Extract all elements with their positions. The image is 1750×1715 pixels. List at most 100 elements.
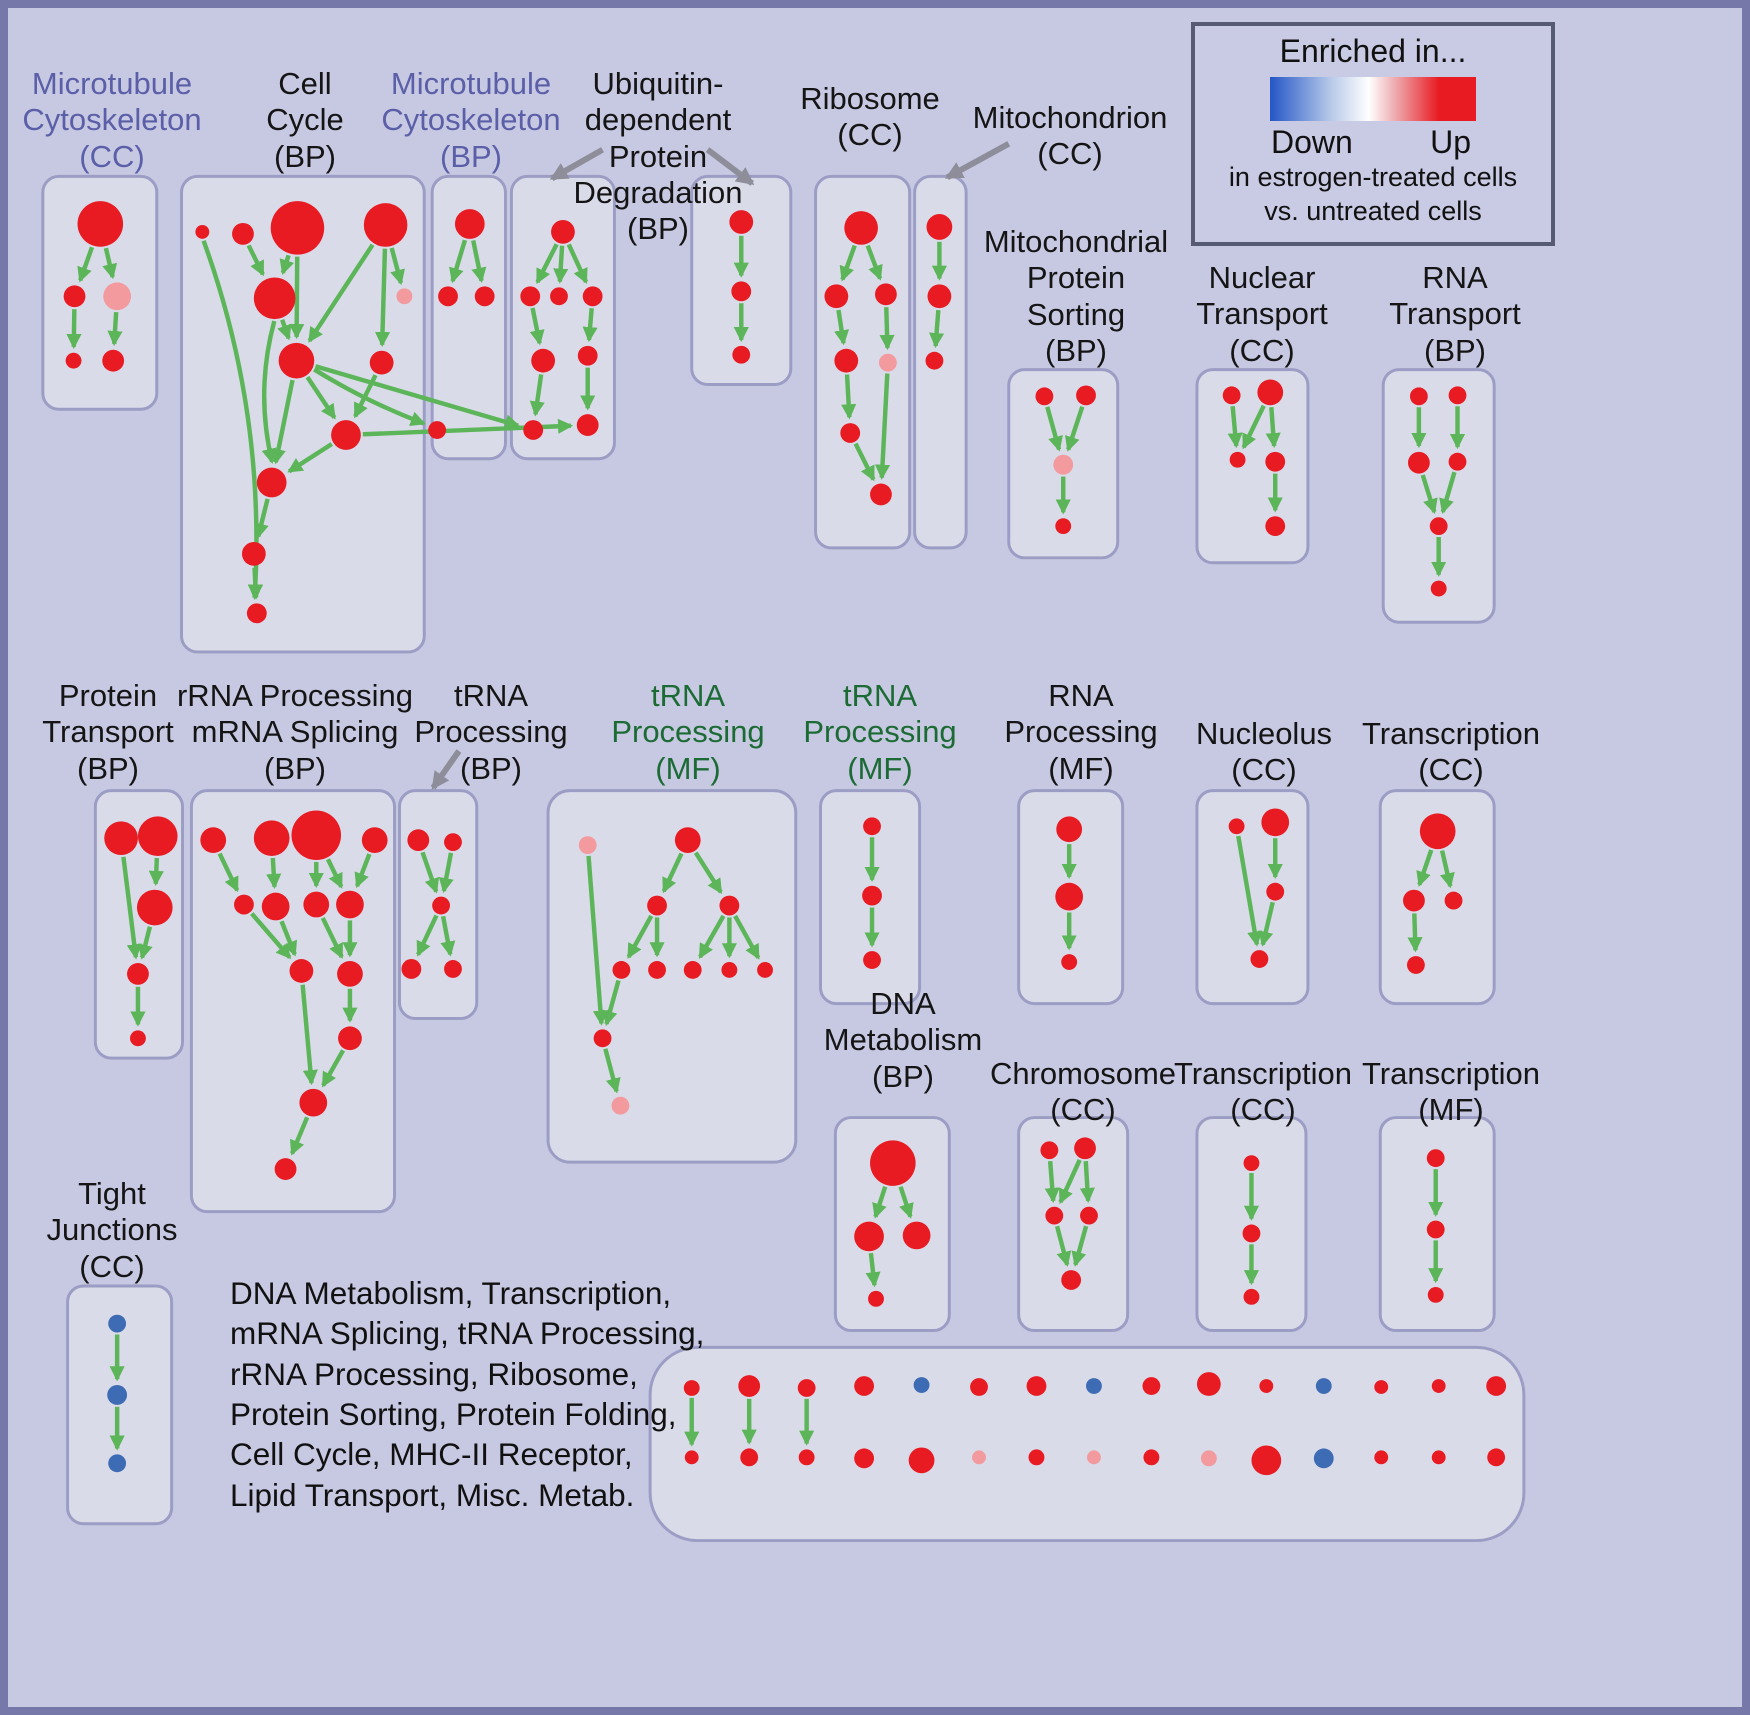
go-term-node-rrna-processing-mrna-splicing-bp-5: [261, 892, 290, 921]
go-term-node-rrna-processing-mrna-splicing-bp-9: [337, 961, 363, 987]
go-term-node-mitochondrion-cc-0: [926, 214, 953, 240]
go-term-node-protein-transport-bp-4: [130, 1030, 146, 1047]
go-term-node-ubiquitin-degradation-right-2: [732, 345, 751, 364]
go-term-node-rna-transport-bp-4: [1429, 517, 1448, 536]
go-term-node-rna-transport-bp-0: [1409, 387, 1428, 406]
go-term-node-ribosome-cc-4: [878, 353, 897, 372]
go-term-node-cell-cycle-bp-11: [246, 603, 267, 624]
go-term-node-microtubule-cytoskeleton-cc-4: [102, 349, 125, 372]
go-term-node-misc-multi-category-28: [1431, 1450, 1446, 1465]
legend-title: Enriched in...: [1279, 33, 1467, 69]
edge-arrow-nuclear-transport-cc-0-2: [1227, 405, 1243, 449]
go-term-node-misc-multi-category-14: [1486, 1376, 1507, 1396]
group-box-dna-metabolism-bp: [833, 1116, 951, 1333]
edge-arrow-ribosome-cc-5-6: [853, 442, 876, 482]
go-term-node-transcription-mf-1: [1426, 1220, 1445, 1239]
go-term-node-cell-cycle-bp-9: [256, 467, 287, 498]
go-term-node-transcription-cc-lower-0: [1243, 1155, 1260, 1172]
go-term-node-cell-cycle-bp-0: [195, 224, 210, 239]
legend: Enriched in... Down Up in estrogen-treat…: [1191, 22, 1555, 246]
group-box-ribosome-cc: [814, 174, 912, 550]
edge-arrow-cell-cycle-bp-4-6: [277, 319, 292, 341]
cross-edge-arrow-0: [313, 367, 426, 426]
go-term-node-misc-multi-category-21: [1028, 1449, 1045, 1466]
go-term-node-ribosome-cc-3: [834, 348, 859, 373]
edge-arrow-dna-metabolism-bp-1-3: [865, 1252, 881, 1288]
go-term-node-microtubule-cytoskeleton-cc-3: [65, 352, 82, 369]
go-term-node-mitochondrion-cc-1: [927, 284, 952, 309]
go-term-node-ubiquitin-degradation-left-4: [531, 348, 556, 373]
go-term-node-mitochondrion-cc-2: [925, 351, 944, 370]
go-term-node-cell-cycle-bp-3: [363, 203, 408, 247]
go-term-node-protein-transport-bp-0: [104, 821, 138, 856]
edge-arrow-dna-metabolism-bp-0-2: [898, 1185, 914, 1219]
go-term-node-ubiquitin-degradation-left-3: [582, 286, 603, 307]
edge-arrow-cell-cycle-bp-2-6: [289, 256, 305, 340]
group-box-rna-transport-bp: [1381, 368, 1496, 624]
go-term-node-ribosome-cc-6: [870, 483, 892, 506]
go-term-node-protein-transport-bp-3: [127, 963, 149, 985]
edge-arrow-cell-cycle-bp-6-9: [270, 379, 295, 465]
edge-arrow-cell-cycle-bp-3-5: [389, 247, 405, 286]
edge-arrow-rrna-processing-mrna-splicing-bp-3-7: [354, 853, 372, 889]
edge-arrow-ubiquitin-degradation-left-0-1: [535, 243, 559, 285]
edge-arrow-trna-processing-bp-2-3: [440, 915, 456, 957]
go-term-node-misc-multi-category-19: [908, 1447, 935, 1474]
go-term-node-misc-multi-category-5: [970, 1378, 988, 1396]
group-box-transcription-cc-lower: [1195, 1116, 1308, 1333]
go-term-node-ubiquitin-degradation-right-1: [731, 281, 752, 302]
group-box-microtubule-cytoskeleton-cc: [41, 174, 159, 411]
go-term-node-rrna-processing-mrna-splicing-bp-0: [200, 827, 227, 854]
go-term-node-trna-processing-bp-1: [444, 833, 462, 852]
go-term-node-transcription-mf-2: [1427, 1286, 1444, 1303]
label-pointer-arrow-0: [549, 147, 605, 181]
edge-arrow-cell-cycle-bp-8-9: [287, 442, 333, 474]
go-term-node-microtubule-cytoskeleton-bp-3: [428, 421, 447, 439]
go-term-node-misc-multi-category-9: [1196, 1372, 1221, 1396]
go-term-node-ubiquitin-degradation-left-5: [577, 345, 598, 366]
legend-scale-labels: Down Up: [1195, 124, 1551, 161]
go-term-node-trna-processing-mf-large-8: [757, 962, 773, 978]
edge-arrow-rna-transport-bp-3-4: [1439, 471, 1457, 515]
go-term-node-nucleolus-cc-0: [1228, 818, 1245, 835]
go-term-node-misc-multi-category-3: [854, 1376, 875, 1396]
edge-arrow-nucleolus-cc-2-3: [1258, 901, 1275, 947]
go-term-node-rna-transport-bp-1: [1448, 386, 1467, 405]
group-box-microtubule-cytoskeleton-bp: [430, 174, 507, 461]
edge-arrow-cell-cycle-bp-1-4: [246, 244, 265, 277]
go-term-node-misc-multi-category-11: [1315, 1378, 1332, 1394]
edge-arrow-ribosome-cc-0-1: [839, 244, 857, 282]
edge-arrow-trna-processing-mf-large-9-10: [603, 1048, 621, 1094]
edge-arrow-rrna-processing-mrna-splicing-bp-6-9: [320, 916, 344, 960]
edge-arrow-chromosome-cc-1-2: [1058, 1159, 1082, 1205]
edge-arrow-microtubule-cytoskeleton-cc-0-1: [77, 246, 95, 283]
go-term-node-nuclear-transport-cc-0: [1222, 386, 1241, 405]
go-term-node-ribosome-cc-0: [844, 211, 878, 245]
label-pointer-arrow-3: [430, 749, 462, 790]
edge-arrow-trna-processing-bp-2-4: [416, 914, 439, 957]
go-term-node-ubiquitin-degradation-left-1: [520, 286, 541, 307]
edge-arrow-protein-transport-bp-0-3: [121, 856, 142, 960]
go-term-node-trna-processing-mf-large-6: [683, 961, 702, 979]
edge-arrow-ubiquitin-degradation-left-4-6: [529, 374, 545, 417]
go-term-node-nuclear-transport-cc-2: [1229, 451, 1246, 468]
go-term-node-tight-junctions-cc-0: [108, 1314, 127, 1333]
go-term-node-rrna-processing-mrna-splicing-bp-7: [336, 890, 364, 919]
nodes-layer: [63, 201, 1507, 1476]
go-term-node-protein-transport-bp-1: [137, 816, 178, 857]
go-term-node-trna-processing-mf-small-2: [863, 951, 881, 969]
go-term-node-tight-junctions-cc-2: [108, 1454, 127, 1473]
label-pointer-arrow-2: [944, 141, 1011, 181]
group-box-chromosome-cc: [1017, 1116, 1130, 1333]
go-term-node-cell-cycle-bp-2: [270, 201, 325, 255]
edge-arrow-rrna-processing-mrna-splicing-bp-11-12: [289, 1116, 310, 1156]
go-term-node-chromosome-cc-2: [1045, 1206, 1064, 1225]
go-term-node-cell-cycle-bp-4: [253, 277, 296, 320]
go-term-node-trna-processing-mf-large-0: [578, 836, 597, 855]
edge-arrow-microtubule-cytoskeleton-cc-1-3: [66, 309, 82, 350]
go-term-node-transcription-cc-upper-1: [1403, 889, 1425, 912]
go-term-node-transcription-mf-0: [1426, 1149, 1445, 1168]
edge-arrow-trna-processing-mf-large-3-8: [733, 914, 761, 960]
go-term-node-misc-multi-category-24: [1200, 1450, 1217, 1467]
go-term-node-rrna-processing-mrna-splicing-bp-11: [299, 1088, 328, 1117]
